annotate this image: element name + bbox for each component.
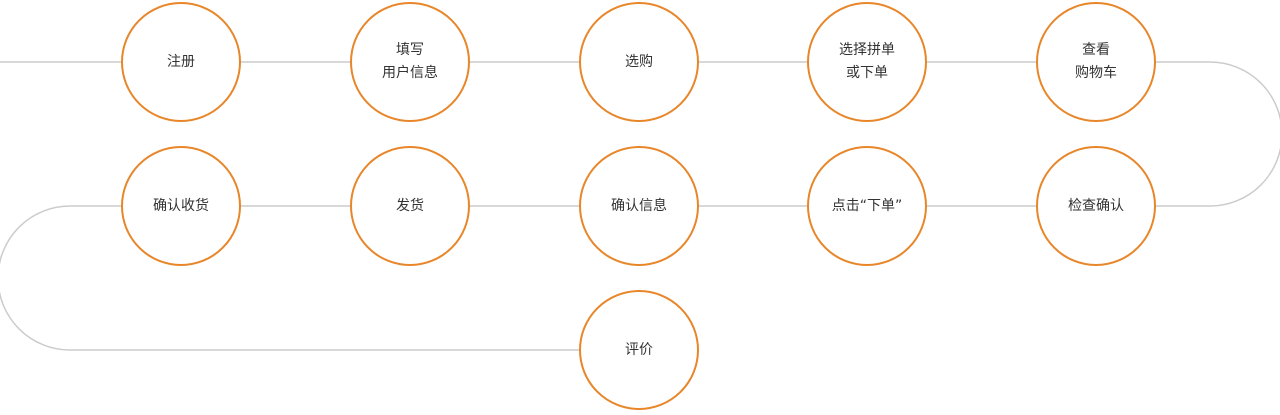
step-ship-label: 发货: [396, 197, 424, 214]
step-register-label: 注册: [167, 53, 195, 70]
step-fill-user-info: 填写 用户信息: [350, 2, 470, 122]
step-review-confirm: 检查确认: [1036, 146, 1156, 266]
step-choose-group-or-order: 选择拼单 或下单: [807, 2, 927, 122]
step-view-cart: 查看 购物车: [1036, 2, 1156, 122]
step-review: 评价: [579, 290, 699, 410]
step-review-label: 评价: [625, 341, 653, 358]
step-view-cart-label-line2: 购物车: [1075, 65, 1117, 81]
step-confirm-receipt: 确认收货: [121, 146, 241, 266]
step-choose-group-or-order-label-line1: 选择拼单: [839, 42, 895, 58]
step-view-cart-label-line1: 查看: [1082, 42, 1110, 58]
step-confirm-info-label: 确认信息: [611, 197, 667, 214]
step-shop: 选购: [579, 2, 699, 122]
step-review-confirm-label: 检查确认: [1068, 197, 1124, 214]
step-choose-group-or-order-label-line2: 或下单: [846, 65, 888, 81]
step-ship: 发货: [350, 146, 470, 266]
step-click-place-order-label: 点击“下单”: [831, 197, 903, 214]
step-register: 注册: [121, 2, 241, 122]
step-shop-label: 选购: [625, 53, 653, 70]
step-confirm-receipt-label: 确认收货: [153, 197, 209, 214]
step-confirm-info: 确认信息: [579, 146, 699, 266]
step-fill-user-info-label-line1: 填写: [396, 42, 424, 58]
step-fill-user-info-label-line2: 用户信息: [382, 65, 438, 81]
step-click-place-order: 点击“下单”: [807, 146, 927, 266]
